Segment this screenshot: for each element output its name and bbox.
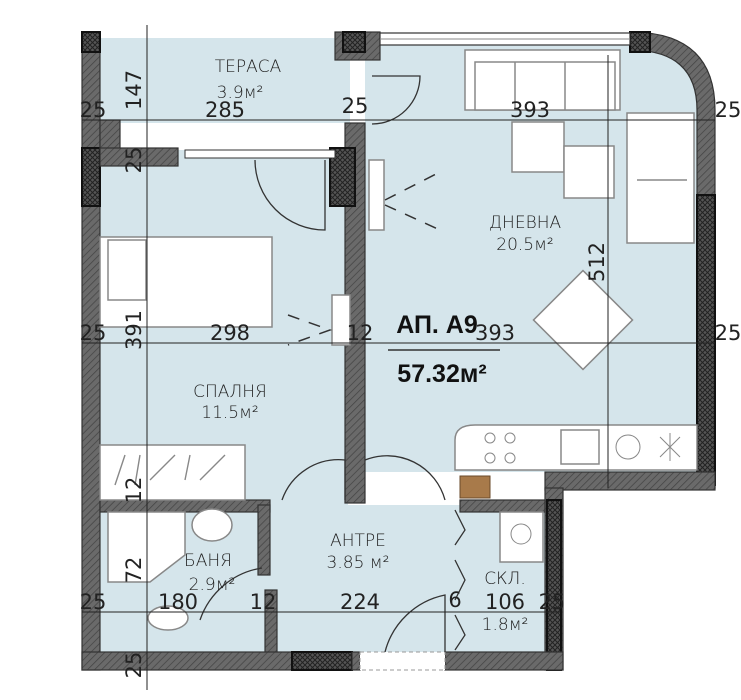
dim: 298: [210, 321, 250, 345]
walls: [81, 31, 716, 671]
dim: 106: [485, 590, 525, 614]
bathroom-area: 2.9м²: [189, 575, 236, 595]
dim: 25: [122, 652, 146, 679]
hall-name: АНТРЕ: [330, 531, 386, 551]
dim: 25: [715, 321, 741, 345]
dim: 72: [122, 557, 146, 584]
apartment-area: 57.32м²: [397, 360, 486, 388]
dim: 147: [122, 70, 146, 110]
dim: 25: [342, 94, 369, 118]
dim: 12: [122, 477, 146, 504]
dim: 180: [158, 590, 198, 614]
dim: 12: [347, 321, 374, 345]
living-name: ДНЕВНА: [489, 213, 562, 233]
living-area: 20.5м²: [496, 235, 554, 255]
dim: 25: [80, 98, 107, 122]
dim: 393: [510, 98, 550, 122]
terrace-name: ТЕРАСА: [215, 57, 282, 77]
bathroom-name: БАНЯ: [184, 551, 232, 571]
storage-area: 1.8м²: [482, 615, 529, 635]
dimension-labels: 25 285 25 393 25 25 298 12 393 25 25 180…: [80, 70, 741, 678]
dim: 25: [80, 590, 107, 614]
dim: 25: [80, 321, 107, 345]
hall-area: 3.85 м²: [327, 553, 390, 573]
dim: 393: [475, 321, 515, 345]
dim: 285: [205, 98, 245, 122]
doors: [199, 75, 466, 653]
dim: 12: [250, 590, 277, 614]
dim: 25: [122, 147, 146, 174]
dim: 224: [340, 590, 380, 614]
dimension-lines: [82, 25, 715, 690]
room-labels: ТЕРАСА 3.9м² ДНЕВНА 20.5м² СПАЛНЯ 11.5м²…: [184, 57, 561, 635]
dim: 25: [539, 590, 566, 614]
window: [184, 149, 336, 159]
bedroom-area: 11.5м²: [201, 403, 259, 423]
storage-name: СКЛ.: [484, 569, 526, 589]
apartment-label: АП. А9: [396, 311, 478, 339]
bedroom-name: СПАЛНЯ: [193, 382, 267, 402]
terrace-area: 3.9м²: [217, 83, 264, 103]
entrance-threshold: [359, 651, 446, 671]
dim: 391: [122, 310, 146, 350]
dim: 6: [448, 588, 461, 612]
dim: 25: [715, 98, 741, 122]
dim: 512: [585, 242, 609, 282]
